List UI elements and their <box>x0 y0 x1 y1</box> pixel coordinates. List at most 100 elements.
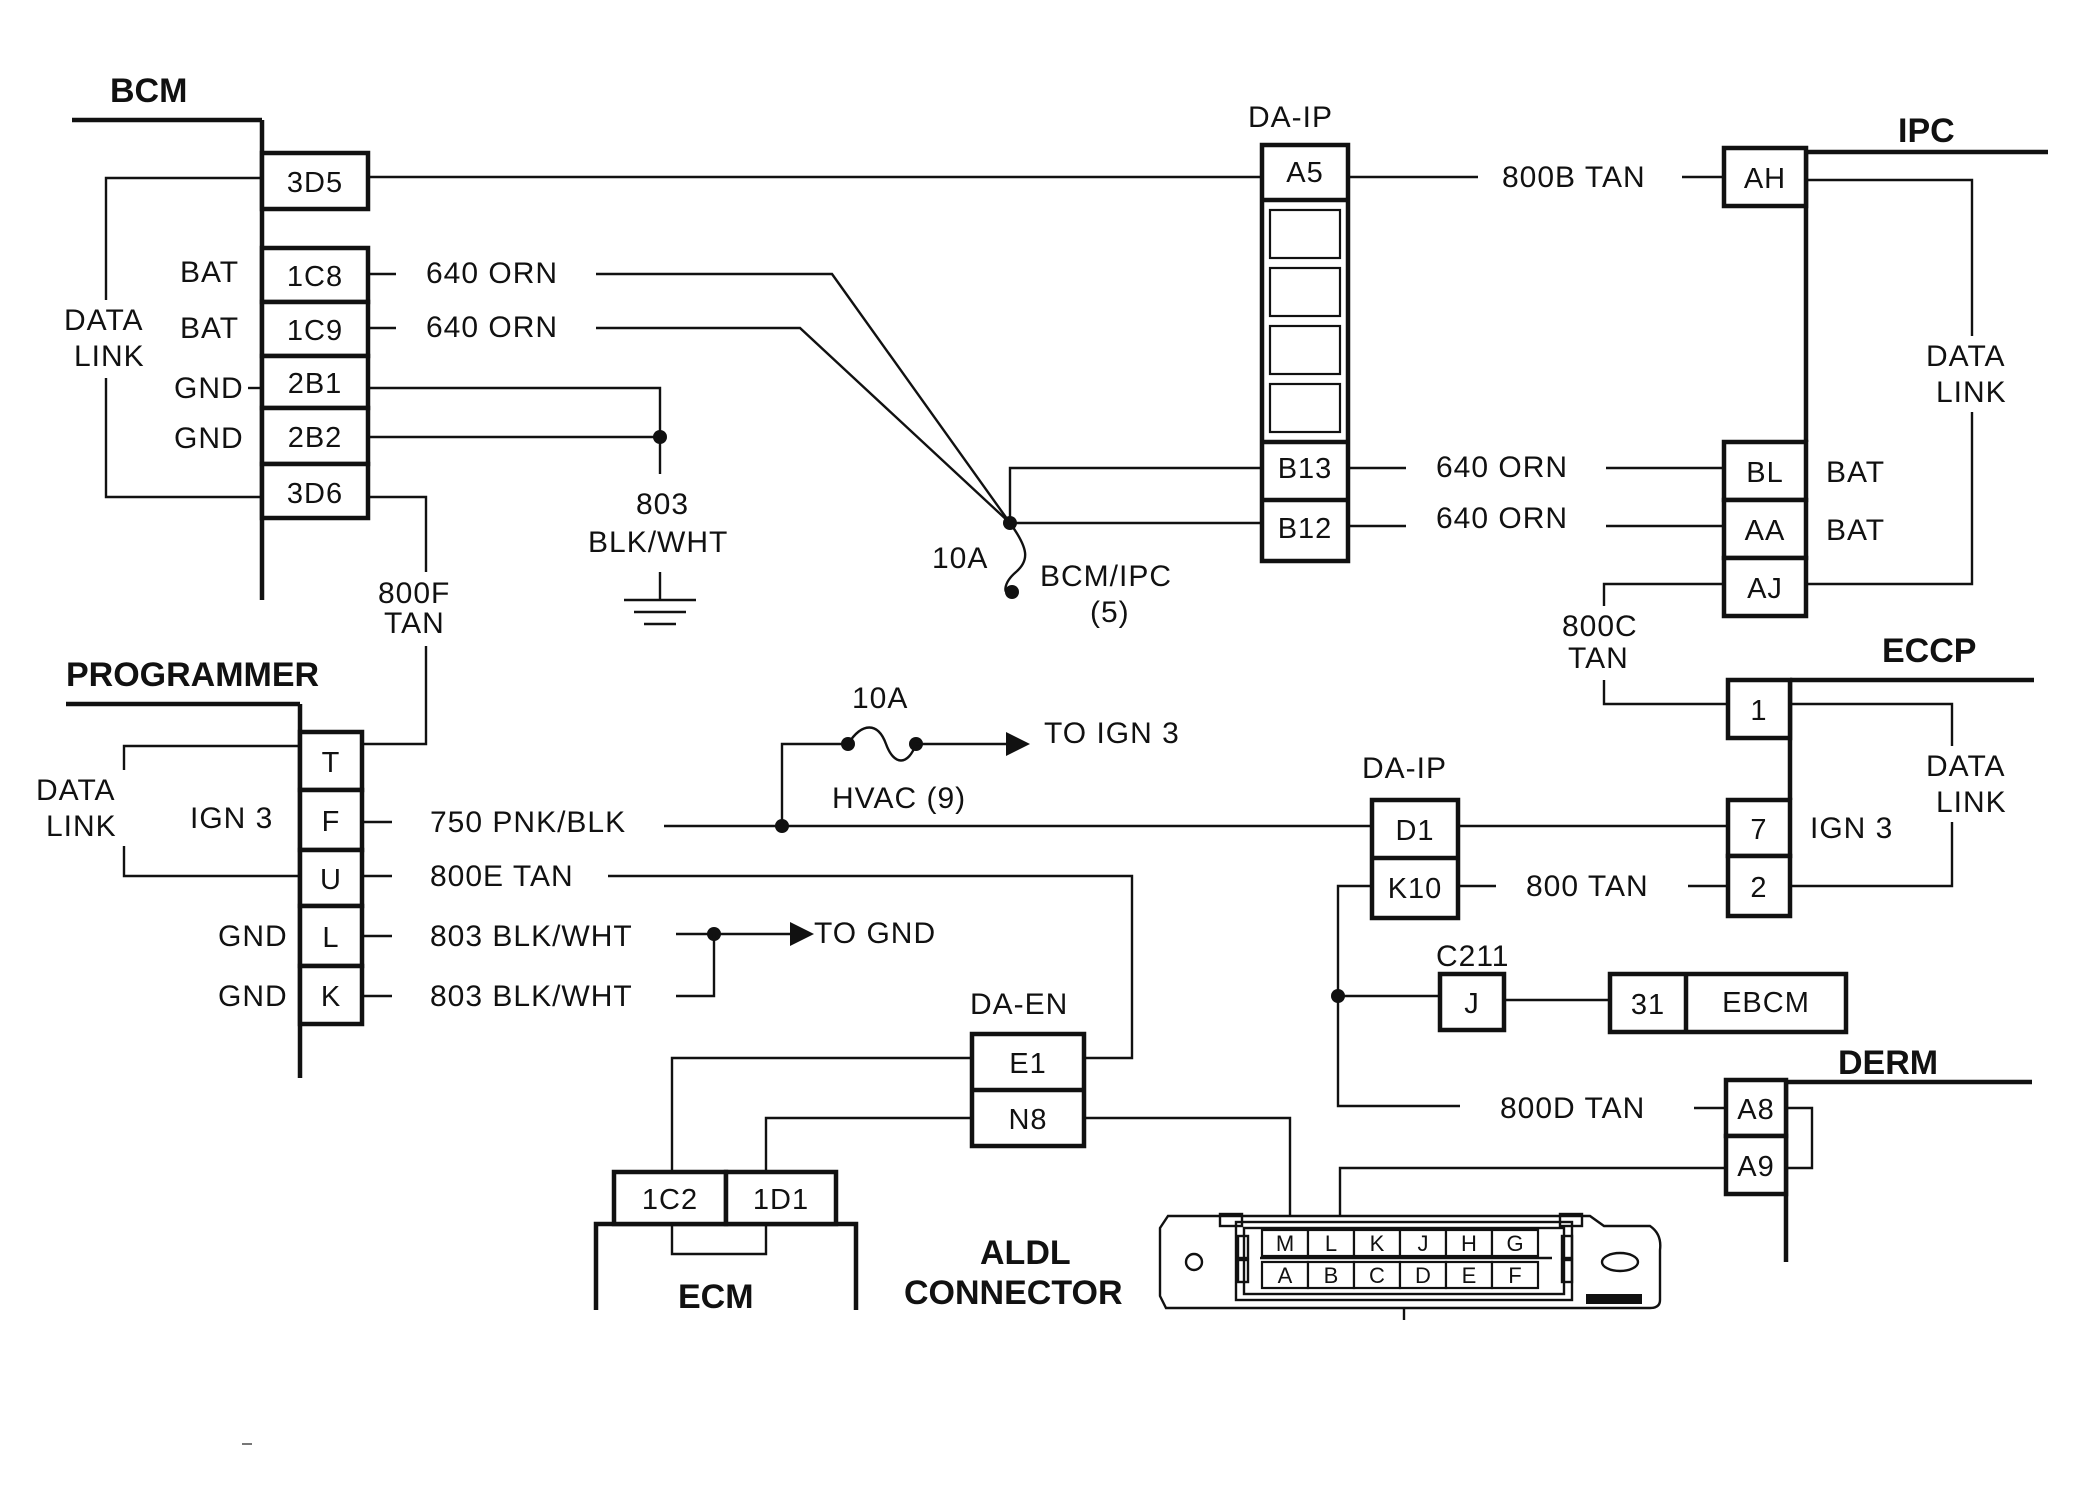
wire-640-1c8 <box>596 272 1011 524</box>
bcm-gnd-label-2: GND <box>174 422 244 455</box>
derm-pin-a9-box <box>1723 1133 1789 1197</box>
ecm-title: ECM <box>678 1278 754 1316</box>
daen-title: DA-EN <box>970 988 1068 1021</box>
wire-803-k <box>676 934 716 998</box>
wire-800b-label: 800B TAN <box>1502 161 1646 194</box>
wire-800d-label: 800D TAN <box>1500 1092 1645 1125</box>
fuse-bcm-ipc-name: BCM/IPC <box>1040 560 1172 593</box>
eccp-pin-7: 7 <box>1750 814 1767 846</box>
wire-gnd-2b1 <box>368 386 662 437</box>
ipc-data-link-2: LINK <box>1936 376 2007 409</box>
ecm-internal-jumper <box>670 1224 768 1256</box>
wire-640-label-1: 640 ORN <box>426 257 558 290</box>
aldl-pin-k: K <box>1370 1231 1385 1256</box>
eccp-data-link-1: DATA <box>1926 750 2006 783</box>
wire-fuse-b13 <box>1008 466 1262 523</box>
bcm-pin-2b1-box <box>259 353 371 411</box>
fuse-hvac-amp: 10A <box>852 682 908 715</box>
wire-e1-ecm <box>670 1056 972 1172</box>
prog-gnd-label-1: GND <box>218 920 288 953</box>
ipc-pin-bl: BL <box>1746 457 1783 489</box>
bcm-pin-1c9-box <box>259 299 371 359</box>
ecm-pin-1c2-box <box>611 1169 729 1227</box>
wire-803-label-2: BLK/WHT <box>588 526 728 559</box>
eccp-ign3-label: IGN 3 <box>1810 812 1893 845</box>
ecm-pin-1c2: 1C2 <box>642 1184 698 1216</box>
aldl-pin-l: L <box>1325 1231 1337 1256</box>
aldl-title-2: CONNECTOR <box>904 1274 1123 1312</box>
bcm-gnd-label-1: GND <box>174 372 244 405</box>
bcm-pin-3d5-box <box>259 150 371 212</box>
eccp-pin-1-box <box>1725 677 1793 741</box>
wire-800c-label-2: TAN <box>1568 642 1629 675</box>
wire-803l-label-1: 803 BLK/WHT <box>430 920 633 953</box>
arrow-to-gnd-icon <box>790 922 814 946</box>
eccp-data-link-2: LINK <box>1936 786 2007 819</box>
ebcm-pin-31: 31 <box>1631 989 1665 1021</box>
prog-data-link-1: DATA <box>36 774 116 807</box>
dest-to-gnd: TO GND <box>814 917 936 950</box>
wire-750-label: 750 PNK/BLK <box>430 806 626 839</box>
aldl-pin-b: B <box>1324 1263 1339 1288</box>
daip-top-title: DA-IP <box>1248 101 1333 134</box>
ipc-pin-aa: AA <box>1745 515 1786 547</box>
prog-pin-u: U <box>320 864 342 896</box>
ipc-pin-aj-box <box>1721 555 1809 619</box>
wire-800-label: 800 TAN <box>1526 870 1649 903</box>
ipc-data-link-1: DATA <box>1926 340 2006 373</box>
eccp-pin-1: 1 <box>1750 695 1767 727</box>
wire-n8-ecm <box>764 1116 972 1172</box>
wire-640-1c9 <box>596 326 1011 524</box>
arrow-to-ign3-icon <box>1006 732 1030 756</box>
wire-640-b13-label: 640 ORN <box>1436 451 1568 484</box>
bcm-pin-3d6-box <box>259 461 371 521</box>
ipc-bat-label-1: BAT <box>1826 456 1885 489</box>
aldl-pin-g: G <box>1506 1231 1523 1256</box>
bcm-pin-1c8: 1C8 <box>287 261 343 293</box>
fuse-hvac-icon <box>846 726 918 762</box>
wire-640-b12-label: 640 ORN <box>1436 502 1568 535</box>
eccp-title: ECCP <box>1882 632 1976 670</box>
aldl-pin-d: D <box>1415 1263 1431 1288</box>
dest-to-ign3: TO IGN 3 <box>1044 717 1180 750</box>
fuse-bcm-ipc-bottom <box>1005 585 1019 599</box>
fuse-bcm-ipc-amp: 10A <box>932 542 988 575</box>
eccp-pin-7-box <box>1725 797 1793 859</box>
aldl-mount-hole-left <box>1184 1252 1204 1272</box>
wire-640-label-2: 640 ORN <box>426 311 558 344</box>
ipc-pin-ah: AH <box>1744 163 1786 195</box>
wire-800c-bottom <box>1602 680 1728 706</box>
bcm-data-link-bg <box>60 300 160 378</box>
daen-pin-e1: E1 <box>1009 1048 1046 1080</box>
programmer-title: PROGRAMMER <box>66 656 319 694</box>
ground-icon <box>624 572 696 626</box>
daip-pin-d1: D1 <box>1395 815 1434 847</box>
daen-pin-n8: N8 <box>1008 1104 1047 1136</box>
c211-title: C211 <box>1436 940 1510 973</box>
ebcm-title: EBCM <box>1722 987 1810 1019</box>
prog-pin-l: L <box>322 922 339 954</box>
bcm-pin-2b2: 2B2 <box>288 422 343 454</box>
fuse-bcm-ipc-icon <box>1004 522 1027 594</box>
derm-pin-a8: A8 <box>1737 1094 1774 1126</box>
bcm-pin-2b1: 2B1 <box>288 368 343 400</box>
wire-800c-label-1: 800C <box>1562 610 1638 643</box>
ipc-pin-aa-box <box>1721 497 1809 561</box>
wire-a9-aldl <box>1338 1166 1726 1216</box>
ebcm-module <box>1607 971 1849 1035</box>
fuse-hvac-name: HVAC (9) <box>832 782 966 815</box>
derm-jumper <box>1786 1106 1814 1170</box>
aldl-pin-j: J <box>1418 1231 1429 1256</box>
aldl-pin-h: H <box>1461 1231 1477 1256</box>
prog-pin-u-box <box>297 847 365 909</box>
daip-mid-title: DA-IP <box>1362 752 1447 785</box>
aldl-mount-hole-right <box>1600 1251 1640 1273</box>
wire-800e <box>608 874 1134 1060</box>
wire-803l-label-2: 803 BLK/WHT <box>430 980 633 1013</box>
prog-data-link-2: LINK <box>46 810 117 843</box>
ipc-title: IPC <box>1898 112 1955 150</box>
prog-pin-f: F <box>322 806 341 838</box>
daip-pin-b12: B12 <box>1278 513 1333 545</box>
ecm-pin-1d1-box <box>723 1169 839 1227</box>
